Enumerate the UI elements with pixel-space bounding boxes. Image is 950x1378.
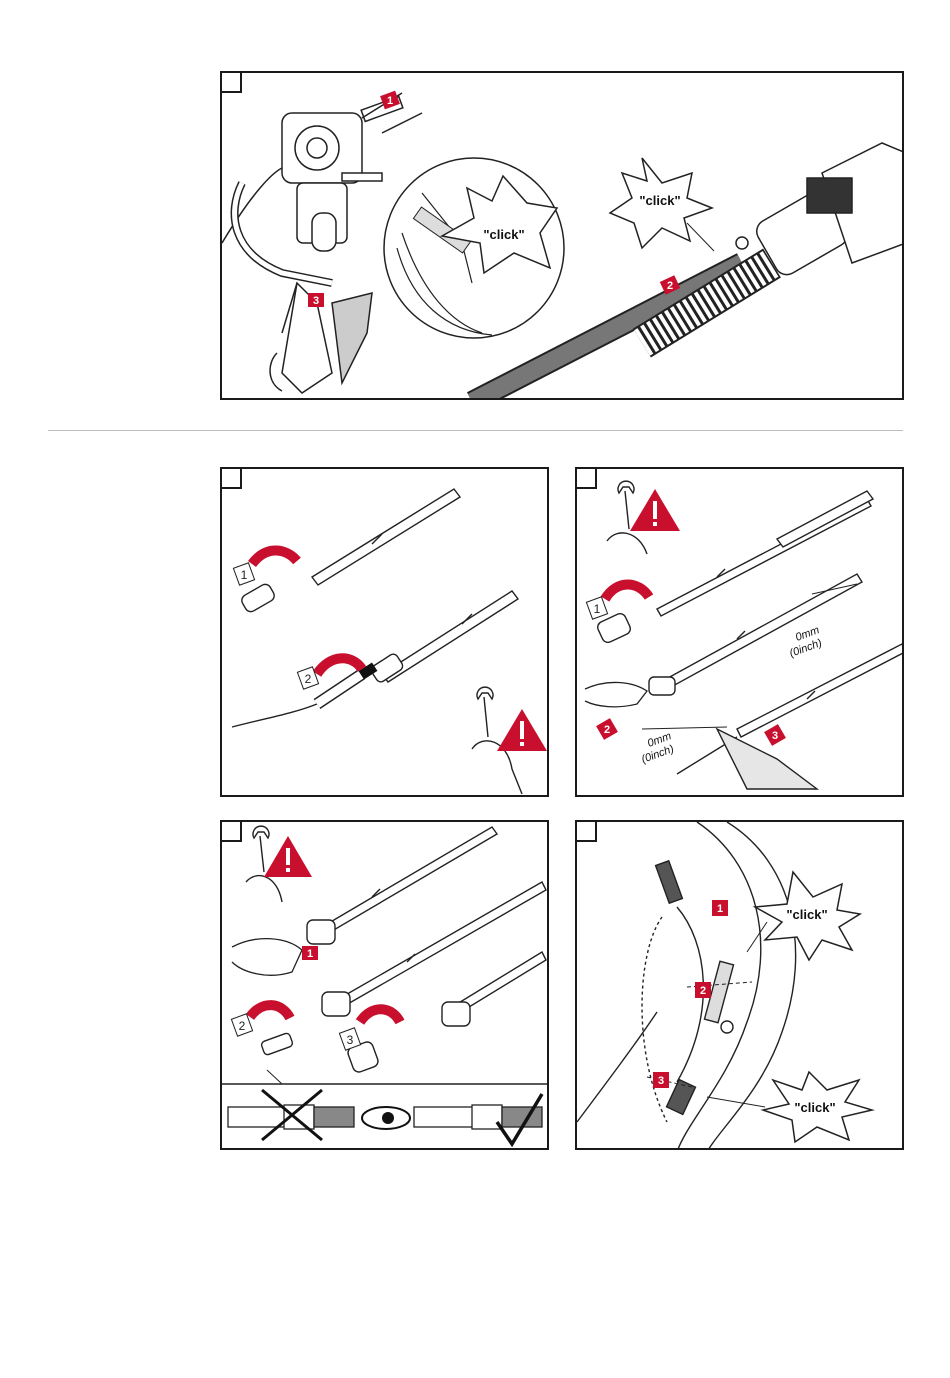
liner-tube-1 bbox=[657, 491, 873, 616]
step-arrow-2: 2 bbox=[231, 1005, 290, 1036]
svg-text:1: 1 bbox=[307, 948, 313, 960]
step-arrow-1: 1 bbox=[302, 946, 318, 960]
click-label-2: "click" bbox=[794, 1100, 835, 1115]
dimension-label-2: 0mm (0inch) bbox=[640, 727, 727, 766]
step-arrow-1: 1 bbox=[712, 900, 728, 916]
torch-assembly-illustration: "click" "click" 1 2 bbox=[222, 73, 904, 400]
click-label-1: "click" bbox=[483, 227, 524, 242]
hand-drawing bbox=[232, 939, 302, 976]
figure-panel-d: 1 2 3 "click" "click" bbox=[575, 820, 904, 1150]
step-arrow-3: 3 bbox=[308, 293, 324, 307]
svg-text:2: 2 bbox=[604, 724, 610, 736]
step-arrow-2: 2 bbox=[596, 718, 618, 740]
svg-text:2: 2 bbox=[305, 672, 312, 686]
click-callout-2: "click" bbox=[763, 1072, 872, 1142]
panel-corner-marker bbox=[577, 822, 597, 842]
hand-drawing bbox=[585, 682, 647, 706]
svg-text:1: 1 bbox=[594, 602, 601, 616]
svg-text:3: 3 bbox=[658, 1075, 664, 1087]
panel-corner-marker bbox=[222, 73, 242, 93]
click-callout-1: "click" bbox=[755, 872, 860, 960]
liner-tube-2 bbox=[322, 882, 546, 1016]
figure-panel-c: 1 2 3 bbox=[220, 820, 549, 1150]
panel-corner-marker bbox=[222, 469, 242, 489]
svg-text:1: 1 bbox=[387, 95, 393, 107]
torch-neck-drawing bbox=[577, 822, 796, 1150]
svg-text:3: 3 bbox=[347, 1033, 354, 1047]
panel-corner-marker bbox=[577, 469, 597, 489]
svg-text:3: 3 bbox=[313, 295, 319, 307]
eye-icon bbox=[362, 1107, 410, 1129]
warning-icon bbox=[630, 489, 680, 531]
svg-text:1: 1 bbox=[241, 568, 248, 582]
liner-tube-3 bbox=[442, 952, 546, 1026]
liner-tube-2 bbox=[649, 574, 862, 695]
step-arrow-3: 3 bbox=[653, 1072, 669, 1088]
step-arrow-3: 3 bbox=[764, 724, 786, 746]
step-arrow-2: 2 bbox=[695, 982, 711, 998]
figure-panel-b: 1 2 3 0mm (0inch) 0mm (0inch) bbox=[575, 467, 904, 797]
svg-text:2: 2 bbox=[667, 280, 673, 292]
warning-icon bbox=[264, 836, 312, 877]
liner-tube-lower bbox=[370, 591, 518, 684]
svg-text:2: 2 bbox=[700, 985, 706, 997]
step-arrow-1: 1 bbox=[233, 550, 297, 585]
svg-text:2: 2 bbox=[239, 1019, 246, 1033]
figure-panel-top: "click" "click" 1 2 bbox=[220, 71, 904, 400]
liner-tube-upper bbox=[312, 489, 460, 585]
panel-corner-marker bbox=[222, 822, 242, 842]
click-callout-2: "click" bbox=[610, 158, 712, 248]
warning-icon bbox=[497, 709, 547, 751]
svg-text:3: 3 bbox=[772, 730, 778, 742]
nozzle-part-b bbox=[596, 612, 632, 645]
section-divider bbox=[48, 430, 903, 431]
small-part bbox=[261, 1032, 380, 1073]
click-label-2: "click" bbox=[639, 193, 680, 208]
nozzle-part-upper bbox=[240, 582, 277, 614]
figure-panel-a: 1 2 bbox=[220, 467, 549, 797]
click-label-1: "click" bbox=[786, 907, 827, 922]
svg-text:1: 1 bbox=[717, 903, 723, 915]
